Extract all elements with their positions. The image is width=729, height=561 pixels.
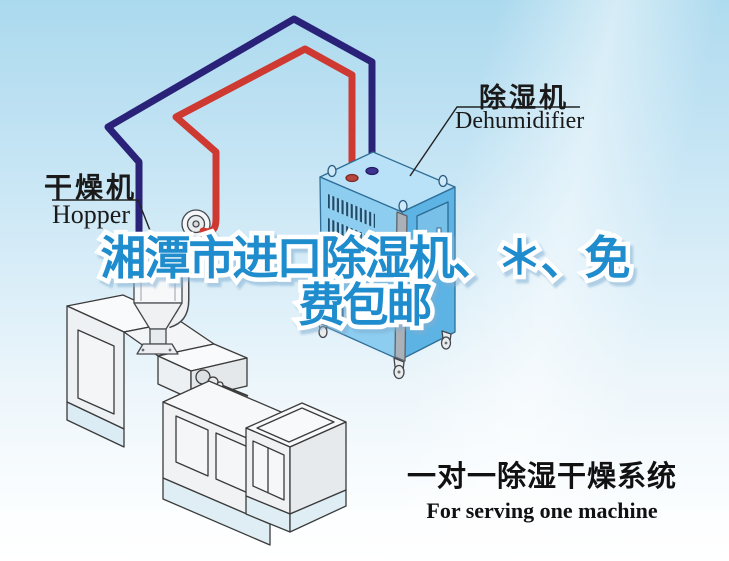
hopper-label-zh: 干燥机 xyxy=(44,172,138,203)
corner-post xyxy=(394,211,408,362)
machine-tower-skirt xyxy=(66,401,125,448)
return-air-pipe xyxy=(172,45,356,236)
dehumidifier-label-leader xyxy=(409,106,580,177)
hopper-base-plate xyxy=(136,343,179,355)
caption-block: 一对一除湿干燥系统 For serving one machine xyxy=(396,453,688,524)
dry-pipe-collar xyxy=(365,166,379,176)
machine-clamp-skirt-right xyxy=(289,489,347,533)
machine-tower-panel xyxy=(77,329,115,415)
label-leader-lines xyxy=(52,106,580,239)
hopper-label-en: Hopper xyxy=(52,200,130,229)
caption-en: For serving one machine xyxy=(426,498,658,523)
dehumidifier-label-en: Dehumidifier xyxy=(455,108,585,134)
vent-grille xyxy=(328,194,379,330)
caster-wheels xyxy=(318,322,452,380)
lifting-eyelets xyxy=(327,164,448,213)
caption-zh: 一对一除湿干燥系统 xyxy=(406,461,677,493)
hopper-dryer xyxy=(133,209,211,355)
injection-molding-machine xyxy=(66,294,347,546)
machine-door-window-1 xyxy=(175,415,209,477)
dehumidifier-label-zh: 除湿机 xyxy=(479,83,569,113)
blower-motor xyxy=(178,231,190,243)
machine-body-skirt xyxy=(162,477,271,546)
return-pipe-collar xyxy=(345,173,359,183)
dry-air-pipe xyxy=(104,15,376,254)
machine-clamp-top-frame xyxy=(256,407,335,443)
dehumidifier-unit xyxy=(318,151,456,380)
hopper-label-leader xyxy=(52,199,154,239)
hopper-neck xyxy=(149,328,167,345)
control-door xyxy=(416,201,449,261)
